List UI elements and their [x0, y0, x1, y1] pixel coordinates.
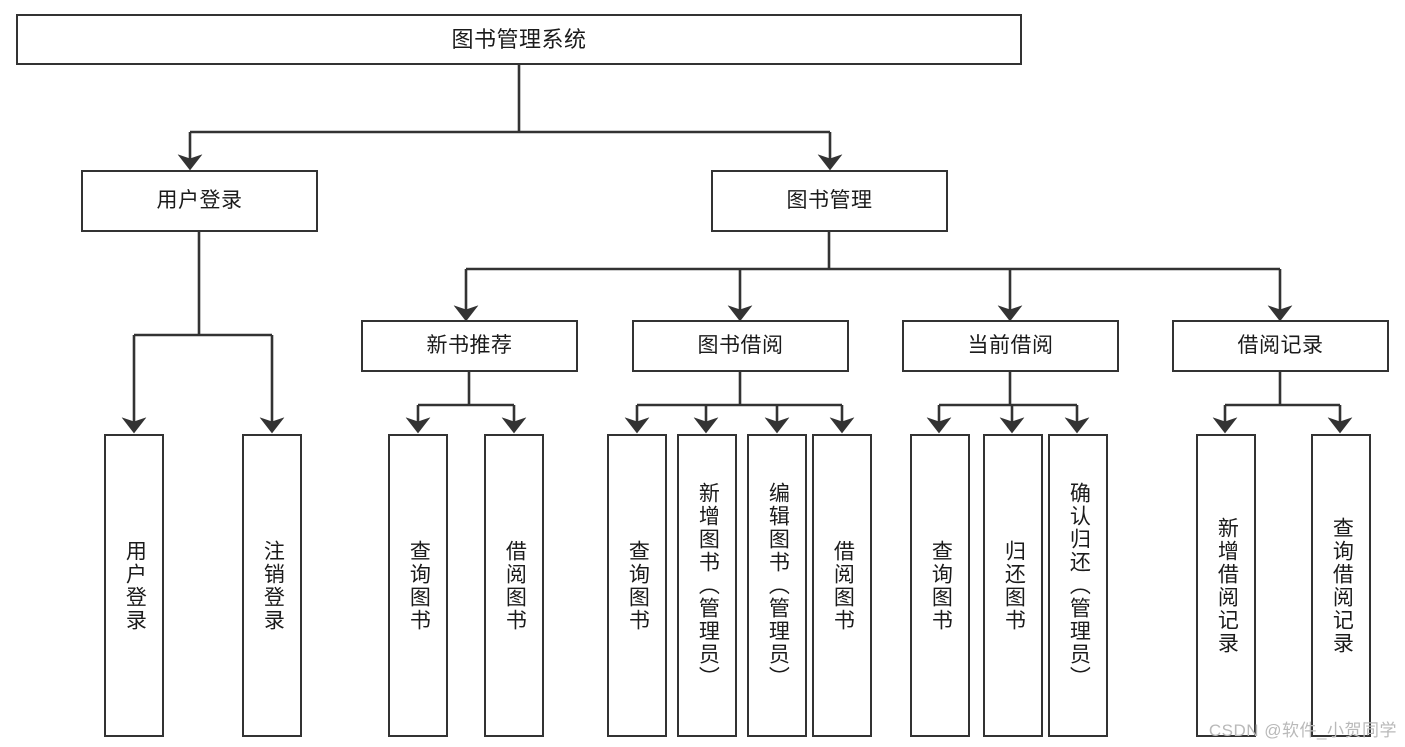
- leaf-add-book[interactable]: 新增图书（管理员）: [677, 434, 737, 737]
- node-label: 借阅图书: [503, 539, 527, 632]
- node-label: 用户登录: [156, 188, 243, 212]
- leaf-query-book-borrow[interactable]: 查询图书: [607, 434, 667, 737]
- node-label: 查询借阅记录: [1330, 516, 1354, 655]
- leaf-user-login[interactable]: 用户登录: [104, 434, 164, 737]
- node-label: 查询图书: [407, 539, 431, 632]
- node-label: 图书管理系统: [451, 26, 587, 52]
- node-label: 借阅记录: [1237, 333, 1324, 357]
- node-book-management[interactable]: 图书管理: [711, 170, 948, 232]
- node-label: 图书借阅: [697, 333, 784, 357]
- node-label: 查询图书: [929, 539, 953, 632]
- node-label: 查询图书: [626, 539, 650, 632]
- node-new-book-recommend[interactable]: 新书推荐: [361, 320, 578, 372]
- leaf-query-borrow-record[interactable]: 查询借阅记录: [1311, 434, 1371, 737]
- node-label: 注销登录: [261, 539, 285, 632]
- watermark: CSDN @软件_小贺同学: [1208, 721, 1397, 740]
- leaf-borrow-book-recommend[interactable]: 借阅图书: [484, 434, 544, 737]
- node-root-system[interactable]: 图书管理系统: [16, 14, 1022, 65]
- leaf-edit-book[interactable]: 编辑图书（管理员）: [747, 434, 807, 737]
- node-label: 图书管理: [786, 188, 873, 212]
- leaf-logout-login[interactable]: 注销登录: [242, 434, 302, 737]
- node-label: 编辑图书（管理员）: [766, 482, 790, 689]
- node-label: 确认归还（管理员）: [1067, 482, 1091, 689]
- leaf-add-borrow-record[interactable]: 新增借阅记录: [1196, 434, 1256, 737]
- leaf-confirm-return[interactable]: 确认归还（管理员）: [1048, 434, 1108, 737]
- node-label: 新增借阅记录: [1215, 516, 1239, 655]
- node-current-borrow[interactable]: 当前借阅: [902, 320, 1119, 372]
- node-user-login[interactable]: 用户登录: [81, 170, 318, 232]
- leaf-borrow-book[interactable]: 借阅图书: [812, 434, 872, 737]
- node-book-borrow[interactable]: 图书借阅: [632, 320, 849, 372]
- leaf-return-book[interactable]: 归还图书: [983, 434, 1043, 737]
- node-label: 归还图书: [1002, 539, 1026, 632]
- node-borrow-record[interactable]: 借阅记录: [1172, 320, 1389, 372]
- node-label: 借阅图书: [831, 539, 855, 632]
- leaf-query-book-current[interactable]: 查询图书: [910, 434, 970, 737]
- node-label: 用户登录: [123, 539, 147, 632]
- node-label: 新增图书（管理员）: [696, 482, 720, 689]
- node-label: 新书推荐: [426, 333, 513, 357]
- node-label: 当前借阅: [967, 333, 1054, 357]
- leaf-query-book-recommend[interactable]: 查询图书: [388, 434, 448, 737]
